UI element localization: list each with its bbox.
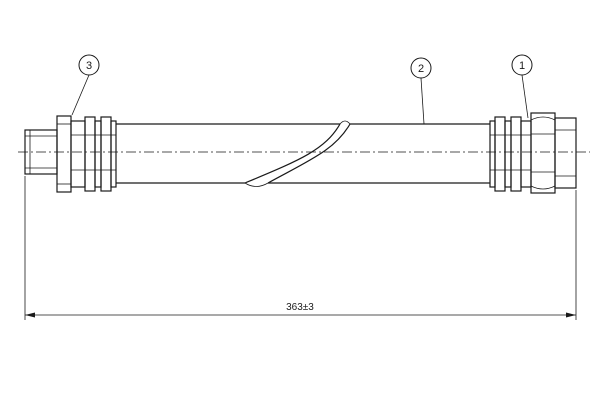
dimension-label: 363±3: [286, 302, 314, 313]
hose-body: [116, 120, 490, 187]
break-line-right: [267, 123, 351, 184]
overall-length-dimension: 363±3: [24, 176, 577, 320]
dimension-arrow-right: [566, 312, 576, 318]
right-fitting: [489, 112, 577, 194]
callout-2: 2: [410, 57, 432, 125]
callout-2-label: 2: [418, 63, 424, 75]
callout-3: 3: [71, 54, 100, 116]
left-fitting: [24, 115, 117, 193]
callout-1-label: 1: [519, 60, 525, 72]
callout-3-label: 3: [86, 60, 92, 72]
break-line-left: [244, 123, 341, 184]
dimension-arrow-left: [25, 312, 35, 318]
callout-1: 1: [511, 54, 533, 119]
